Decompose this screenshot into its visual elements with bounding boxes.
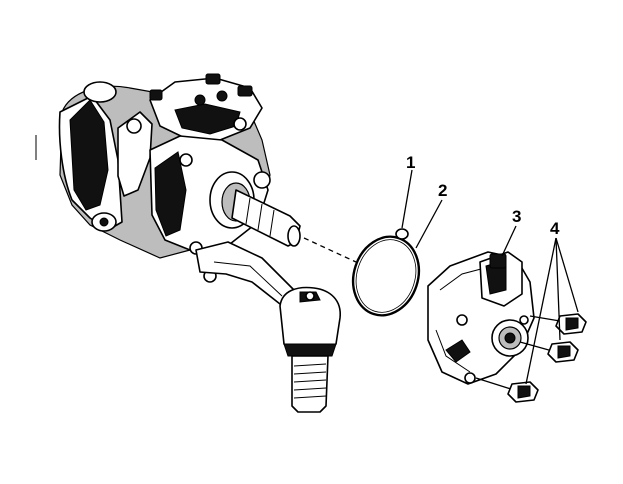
adjuster-screw-slot	[504, 332, 516, 344]
top-bolt-3	[149, 89, 163, 101]
pitman-arm-assembly	[195, 241, 341, 413]
valve-port-1	[194, 94, 206, 106]
callout-4: 4	[550, 219, 560, 238]
valve-port-2	[216, 90, 228, 102]
callout-leaders	[401, 169, 579, 385]
alignment-line	[303, 237, 357, 263]
steering-gear-assembly	[35, 73, 301, 283]
cover-recess	[445, 339, 471, 363]
leader-3	[501, 225, 517, 257]
callout-3: 3	[512, 207, 521, 226]
bolt-2	[519, 341, 579, 363]
o-ring-inner	[355, 239, 417, 313]
ball-stud-head	[279, 286, 341, 353]
adjuster-nut	[489, 253, 507, 269]
callout-2: 2	[438, 181, 447, 200]
input-flange-shadow	[69, 99, 109, 211]
side-cover	[427, 251, 535, 385]
flange-bolt-hole	[99, 217, 109, 227]
o-ring-seal	[351, 228, 421, 317]
shaft-splines	[245, 197, 275, 237]
cover-hole-1	[456, 314, 468, 326]
cover-hole-3	[519, 315, 529, 325]
callout-1: 1	[406, 153, 415, 172]
small-seal	[395, 228, 409, 240]
housing-bolt-top	[179, 153, 193, 167]
ball-stud-grease	[305, 291, 315, 301]
stud-threads	[293, 363, 327, 399]
leader-2	[415, 199, 443, 249]
leader-4a	[555, 237, 579, 313]
mounting-ear	[117, 111, 153, 197]
shaft-end	[287, 225, 301, 247]
bolt-3	[475, 377, 539, 403]
bolt-1	[529, 313, 587, 335]
valve-fitting	[233, 117, 247, 131]
leader-4c	[525, 237, 557, 385]
ball-stud-collar	[283, 343, 337, 357]
callout-labels: 1 2 3 4	[406, 153, 560, 238]
flange-boss-top	[83, 81, 117, 103]
cover-bolts	[475, 313, 587, 403]
ear-bolt	[126, 118, 142, 134]
housing-bolt-right	[253, 171, 271, 189]
top-bolt-1	[205, 73, 221, 85]
leader-1	[401, 169, 413, 229]
top-bolt-2	[237, 85, 253, 97]
leader-4b	[555, 237, 561, 341]
sector-housing-shadow	[154, 151, 187, 237]
cover-hole-2	[464, 372, 476, 384]
pitman-arm-edge	[213, 261, 283, 297]
